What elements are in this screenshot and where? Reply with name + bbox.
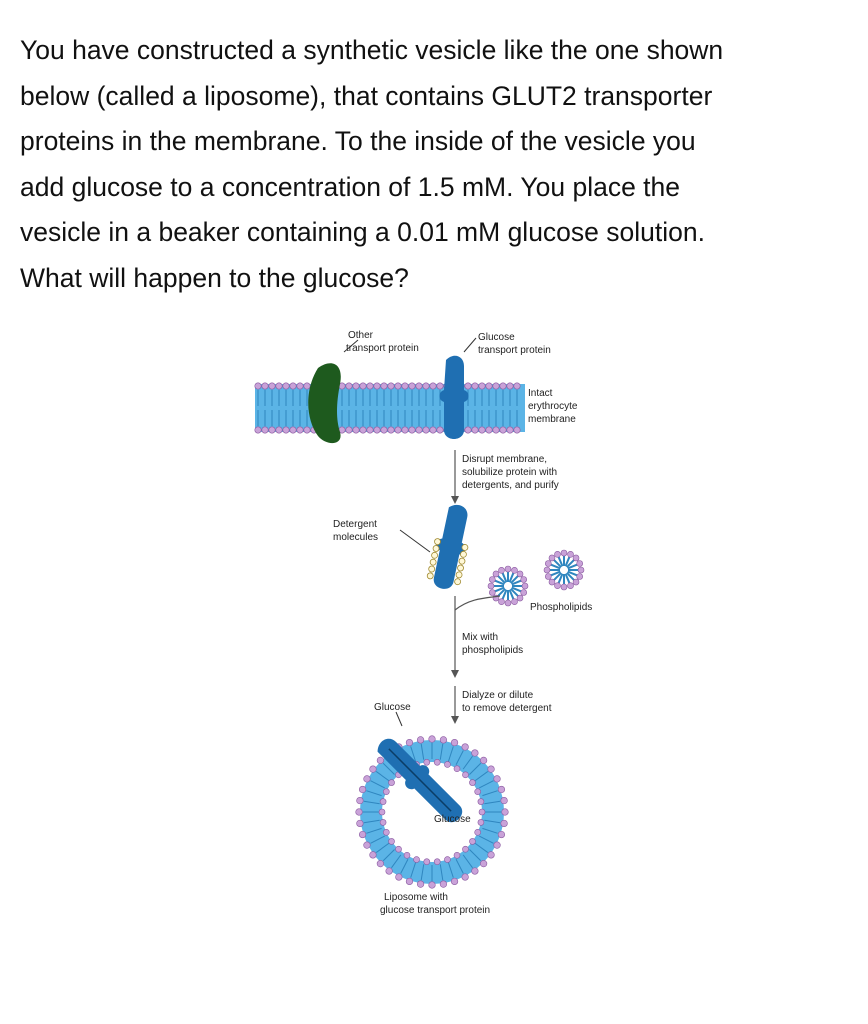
step3-line1: Dialyze or dilute	[462, 690, 534, 701]
step2-line1: Mix with	[462, 632, 498, 643]
question-line: What will happen to the glucose?	[20, 262, 409, 293]
step3-arrow	[451, 686, 459, 724]
step1-line3: detergents, and purify	[462, 480, 559, 491]
label-glucose-outside: Glucose	[374, 702, 411, 713]
question-line: add glucose to a concentration of 1.5 mM…	[20, 171, 681, 202]
other-transport-protein	[308, 363, 341, 444]
label-other-line1: Other	[348, 330, 374, 341]
phospholipid-micelle	[487, 565, 529, 607]
label-intact-line1: Intact	[528, 388, 553, 399]
liposome-glucose-transporter	[377, 738, 463, 823]
label-glut-line2: transport protein	[478, 345, 551, 356]
question-text: You have constructed a synthetic vesicle…	[20, 28, 850, 301]
bilayer-core	[255, 384, 525, 432]
solubilized-protein	[426, 504, 469, 589]
label-glut-line1: Glucose	[478, 332, 515, 343]
label-detergent-line1: Detergent	[333, 519, 377, 530]
label-intact-line3: membrane	[528, 414, 576, 425]
label-other-line2: transport protein	[346, 343, 419, 354]
label-glucose-inside: Glucose	[434, 814, 471, 825]
question-line: You have constructed a synthetic vesicle…	[20, 35, 724, 65]
glucose-transport-protein	[439, 355, 469, 439]
phospholipid-micelle	[543, 549, 585, 591]
question-line: below (called a liposome), that contains…	[20, 80, 713, 111]
step2-arrow	[451, 595, 501, 678]
step2-line2: phospholipids	[462, 645, 523, 656]
step1-arrow	[451, 450, 459, 504]
question-line: vesicle in a beaker containing a 0.01 mM…	[20, 217, 705, 247]
label-liposome-line2: glucose transport protein	[380, 905, 490, 916]
detergent-molecules	[426, 538, 469, 586]
label-liposome-line1: Liposome with	[384, 892, 448, 903]
question-line: proteins in the membrane. To the inside …	[20, 126, 696, 156]
step1-line2: solubilize protein with	[462, 467, 557, 478]
step3-line2: to remove detergent	[462, 703, 552, 714]
label-detergent-line2: molecules	[333, 532, 378, 543]
erythrocyte-membrane	[254, 382, 525, 434]
liposome	[355, 735, 509, 889]
label-phospholipids: Phospholipids	[530, 602, 592, 613]
label-intact-line2: erythrocyte	[528, 401, 578, 412]
liposome-headgroups	[355, 735, 509, 889]
step1-line1: Disrupt membrane,	[462, 454, 547, 465]
